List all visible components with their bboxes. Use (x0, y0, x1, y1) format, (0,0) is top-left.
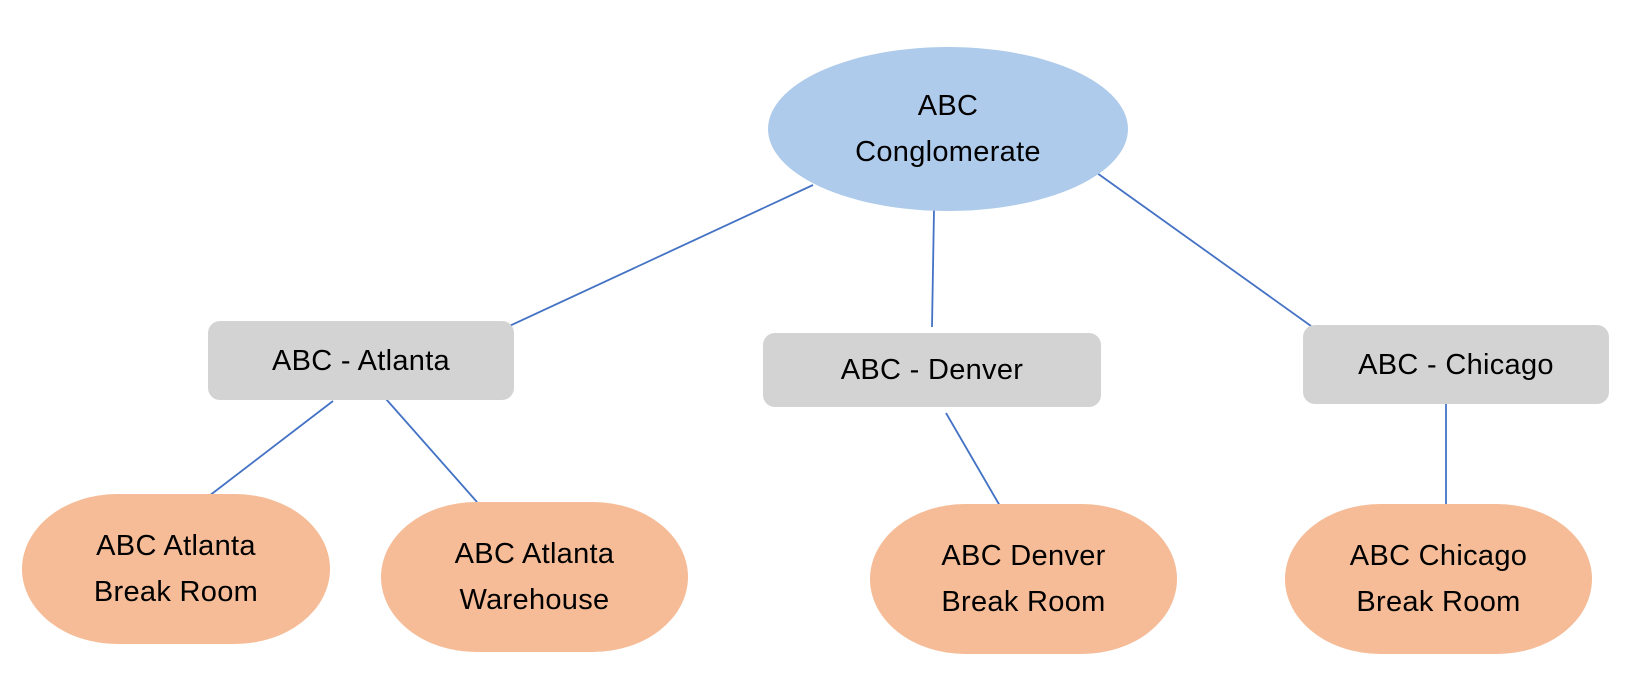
leaf-node-atlanta-break-room: ABC Atlanta Break Room (22, 494, 330, 644)
connector-atlanta-warehouse (385, 398, 478, 503)
root-node-line-2: Conglomerate (855, 136, 1041, 168)
root-node-abc-conglomerate: ABC Conglomerate (768, 47, 1128, 211)
leaf-node-atlanta-warehouse: ABC Atlanta Warehouse (381, 502, 688, 652)
connector-denver-break-room (945, 412, 1001, 507)
leaf-node-line-2: Break Room (1356, 586, 1521, 618)
leaf-node-line-2: Break Room (941, 586, 1106, 618)
branch-node-label: ABC - Chicago (1358, 348, 1554, 381)
leaf-node-line-1: ABC Denver (941, 540, 1106, 572)
leaf-node-line-1: ABC Atlanta (96, 530, 256, 562)
branch-node-denver: ABC - Denver (763, 333, 1101, 407)
leaf-node-line-1: ABC Atlanta (454, 538, 615, 570)
leaf-node-line-2: Warehouse (459, 584, 610, 616)
leaf-node-denver-break-room: ABC Denver Break Room (870, 504, 1177, 654)
branch-node-chicago: ABC - Chicago (1303, 325, 1609, 404)
branch-node-label: ABC - Atlanta (272, 344, 450, 377)
leaf-node-chicago-break-room: ABC Chicago Break Room (1285, 504, 1592, 654)
root-node-line-1: ABC (917, 90, 979, 122)
connector-root-atlanta (502, 184, 814, 330)
connector-atlanta-break-room (208, 400, 334, 497)
connector-root-denver (931, 209, 935, 328)
leaf-node-line-2: Break Room (93, 576, 259, 608)
leaf-node-line-1: ABC Chicago (1349, 540, 1528, 572)
branch-node-label: ABC - Denver (840, 354, 1024, 386)
branch-node-atlanta: ABC - Atlanta (208, 321, 514, 400)
connector-root-chicago (1089, 167, 1312, 327)
